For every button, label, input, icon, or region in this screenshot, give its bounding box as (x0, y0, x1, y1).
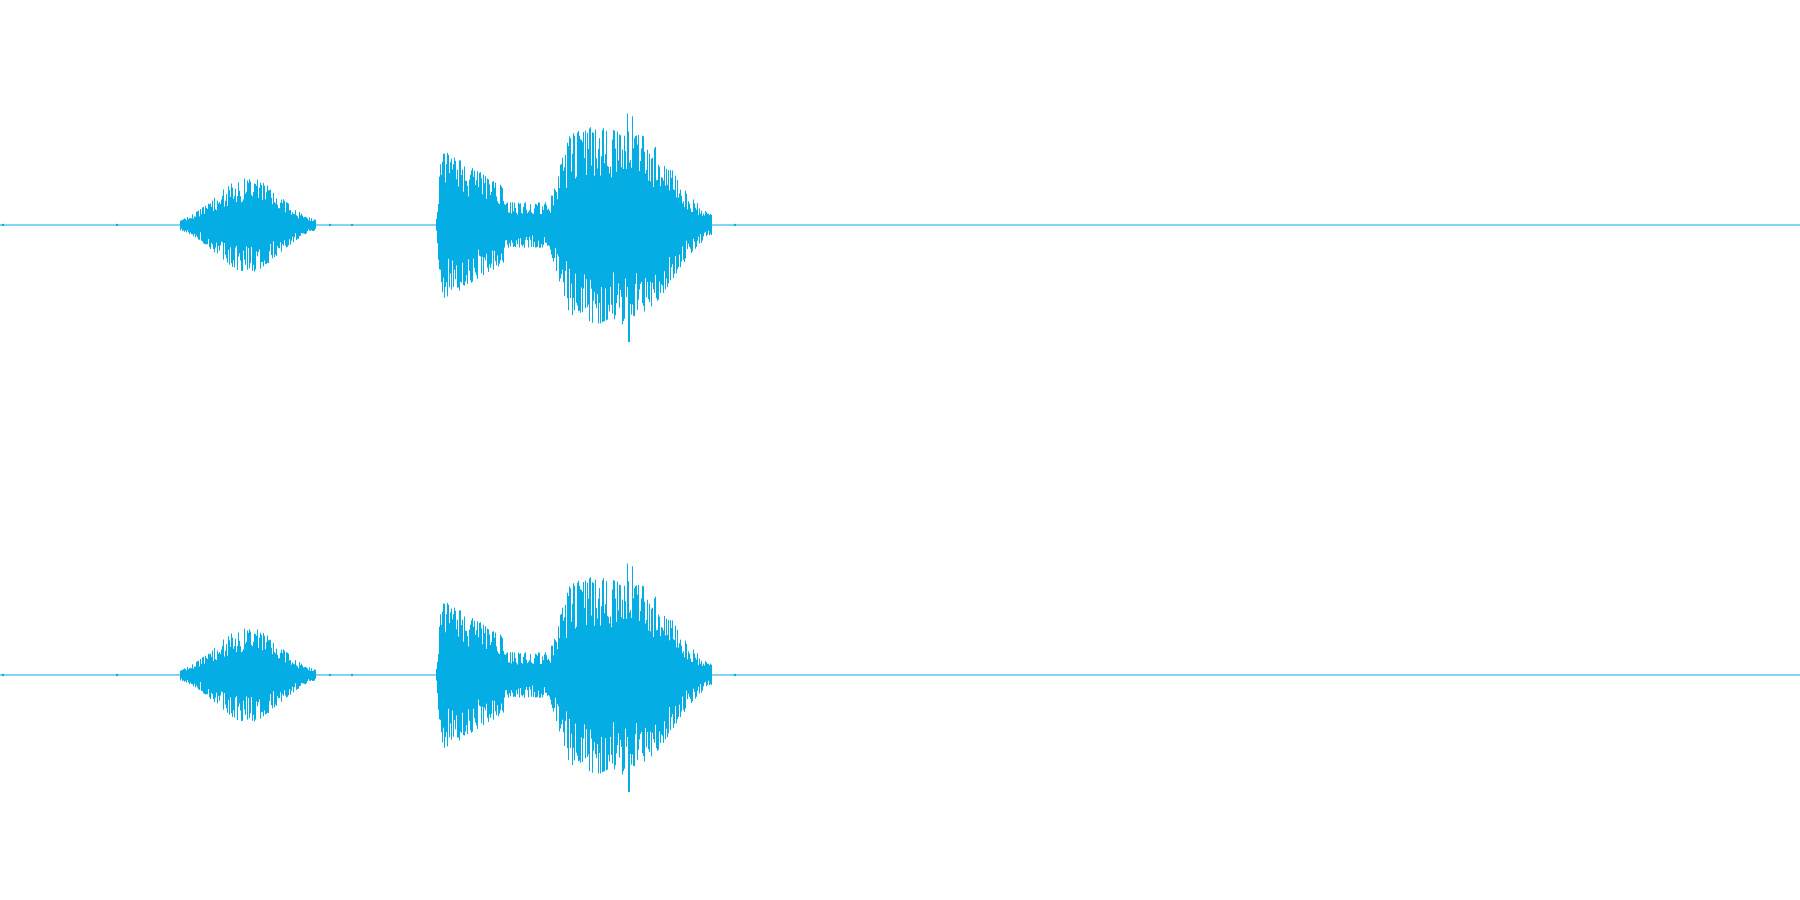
waveform-trace (180, 113, 712, 343)
sample-blip (733, 673, 737, 677)
channel-2-svg (0, 563, 1800, 793)
sample-blip (115, 223, 119, 227)
sample-blip (1, 673, 5, 677)
waveform-trace (180, 563, 712, 793)
sample-blip (328, 673, 332, 677)
channel-2-waveform (0, 450, 1800, 900)
sample-blip (328, 223, 332, 227)
sample-blip (350, 673, 354, 677)
sample-blip (733, 223, 737, 227)
channel-1-svg (0, 113, 1800, 343)
sample-blip (115, 673, 119, 677)
channel-1-waveform (0, 113, 1800, 343)
sample-blip (350, 223, 354, 227)
sample-blip (1, 223, 5, 227)
